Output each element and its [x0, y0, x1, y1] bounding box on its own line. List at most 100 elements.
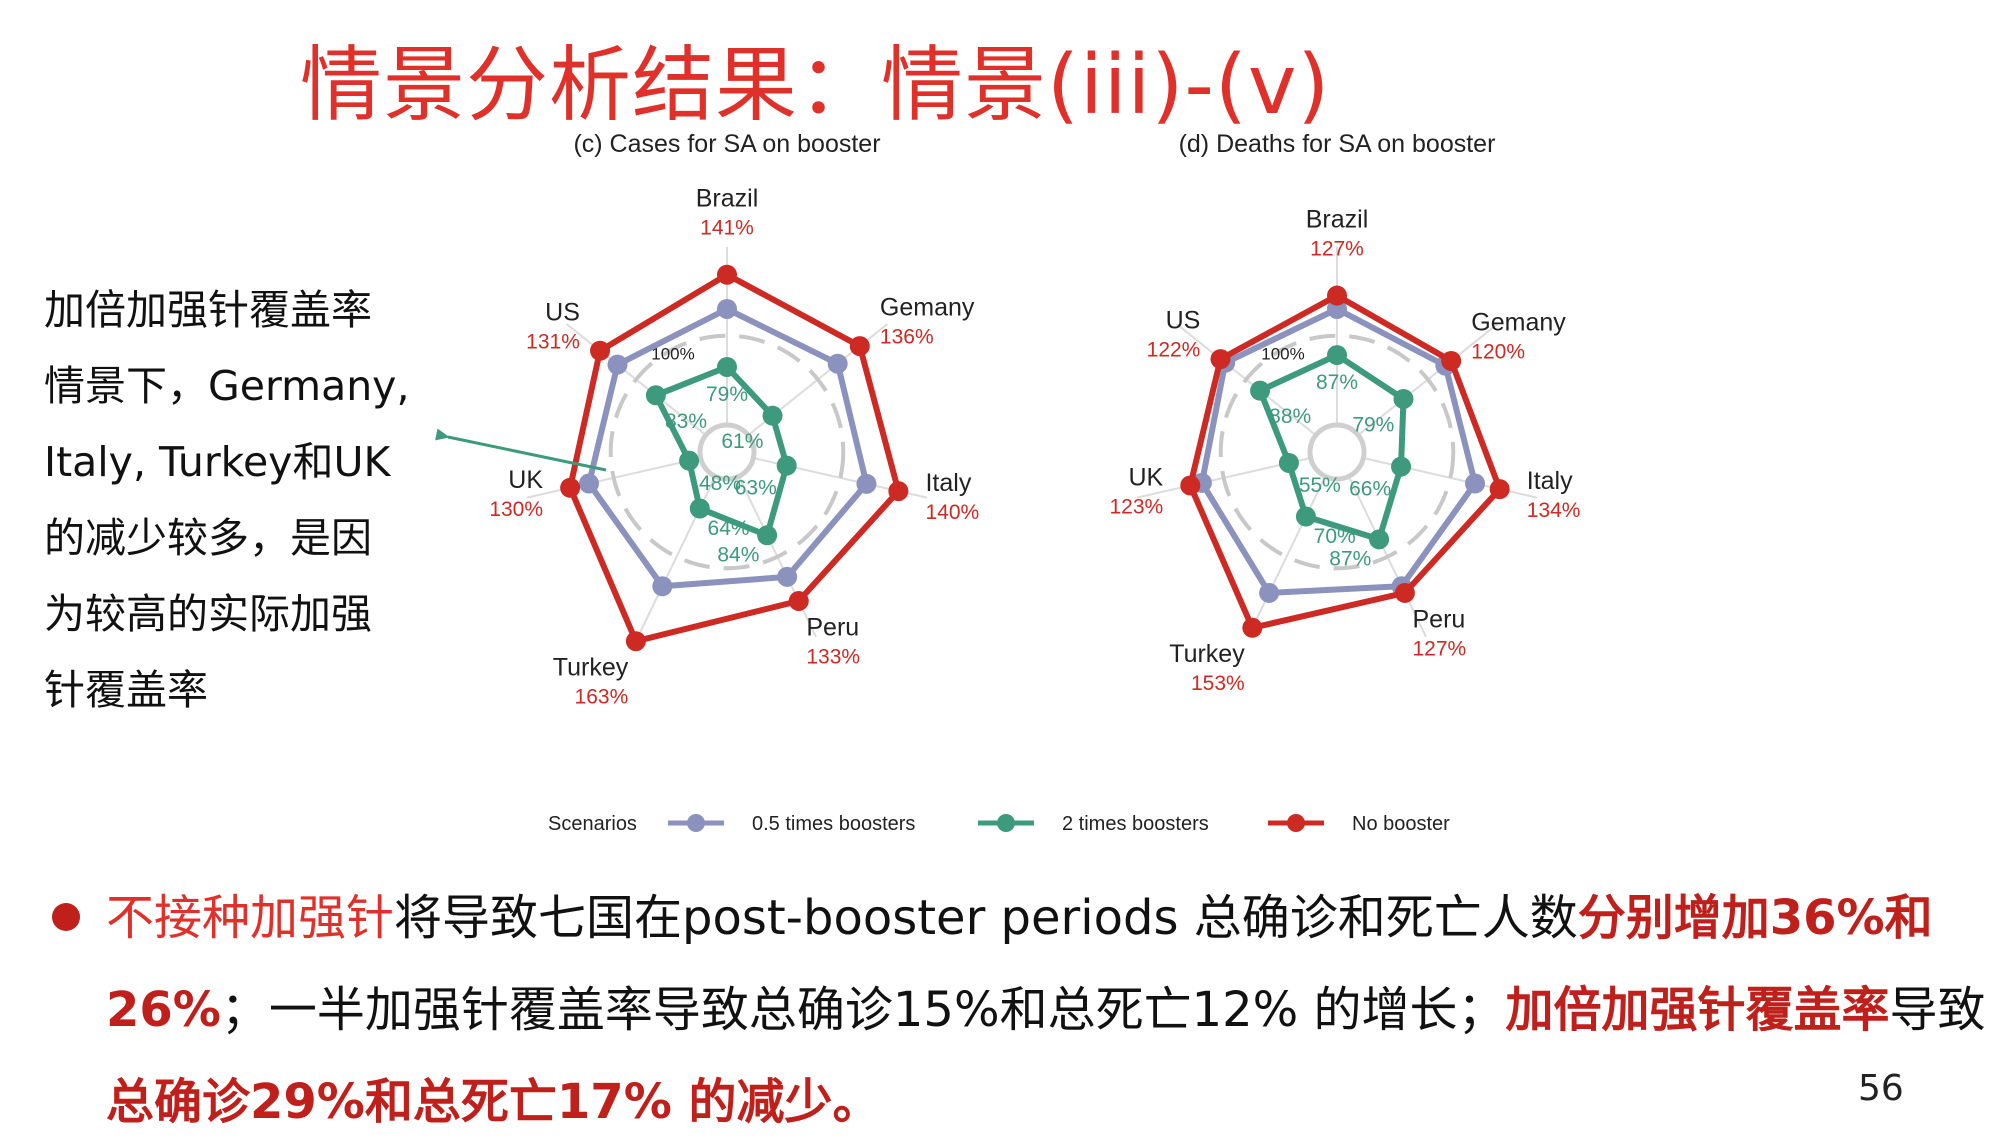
value-label-2-times-boosters: 48%	[699, 472, 741, 495]
data-point-no-booster	[1180, 475, 1201, 496]
value-label-2-times-boosters: 61%	[721, 430, 763, 453]
bullet-emphasis-bold: 总确诊29%和总死亡17% 的减少。	[106, 1074, 881, 1130]
radar-chart-cases: (c) Cases for SA on booster100%79%61%63%…	[489, 130, 979, 709]
value-label-2-times-boosters: 64%	[708, 517, 750, 540]
side-note-line: 为较高的实际加强	[44, 590, 372, 638]
value-label-2-times-boosters: 63%	[735, 477, 777, 500]
data-point-0-5-times-boosters	[827, 353, 848, 374]
reference-ring	[1218, 333, 1456, 571]
value-label-2-times-boosters: 79%	[706, 383, 748, 406]
series-line-no-booster	[567, 271, 902, 645]
data-point-0-5-times-boosters	[578, 473, 599, 494]
axis-label-gemany: Gemany	[880, 294, 975, 322]
data-point-0-5-times-boosters	[717, 298, 737, 319]
legend-swatch-dot	[997, 814, 1015, 832]
value-label-no-booster: 133%	[806, 645, 860, 668]
axis-label-uk: UK	[1128, 463, 1163, 491]
bullet-emphasis-bold: 分别增加36%和26%	[106, 890, 1933, 1038]
data-point-2-times-boosters	[1295, 506, 1316, 527]
data-point-2-times-boosters	[762, 405, 783, 426]
data-point-2-times-boosters	[1369, 529, 1390, 550]
axis-label-brazil: Brazil	[1306, 206, 1369, 234]
axis-label-us: US	[545, 298, 580, 326]
value-label-no-booster: 122%	[1147, 339, 1201, 362]
value-label-no-booster: 153%	[1191, 672, 1245, 695]
radar-chart-deaths: (d) Deaths for SA on booster100%87%79%66…	[1109, 130, 1580, 695]
inner-ring	[697, 422, 757, 482]
data-point-no-booster	[717, 264, 737, 285]
side-note-line: Italy, Turkey和UK	[44, 438, 391, 486]
value-label-2-times-boosters: 55%	[1299, 474, 1341, 497]
side-note-line: 针覆盖率	[44, 666, 208, 714]
legend-item-no-booster: No booster	[1352, 813, 1450, 835]
value-label-no-booster: 120%	[1471, 341, 1525, 364]
series-line-0-5-times-boosters	[586, 306, 870, 590]
data-point-0-5-times-boosters	[856, 473, 877, 494]
bullet-plain: 将导致七国在post-booster periods 总确诊和死亡人数	[394, 890, 1578, 946]
data-point-0-5-times-boosters	[1259, 582, 1280, 603]
side-note-line: 的减少较多，是因	[44, 514, 372, 562]
data-point-2-times-boosters	[1250, 380, 1271, 401]
value-label-no-booster: 130%	[489, 498, 543, 521]
side-note: 加倍加强针覆盖率 情景下，Germany, Italy, Turkey和UK 的…	[44, 272, 434, 728]
bullet-emphasis: 不接种加强针	[106, 890, 395, 946]
value-label-no-booster: 134%	[1527, 499, 1581, 522]
data-point-2-times-boosters	[776, 455, 797, 476]
axis-label-peru: Peru	[1412, 605, 1465, 633]
data-point-no-booster	[1489, 479, 1510, 500]
axis-label-uk: UK	[508, 466, 543, 494]
data-point-no-booster	[1394, 582, 1415, 603]
data-point-2-times-boosters	[1391, 456, 1412, 477]
bullet-emphasis-bold: 加倍加强针覆盖率	[1505, 982, 1890, 1038]
value-label-no-booster: 141%	[700, 217, 754, 240]
series-line-0-5-times-boosters	[1198, 306, 1478, 596]
axis-label-italy: Italy	[1527, 467, 1573, 495]
data-point-0-5-times-boosters	[607, 354, 628, 375]
bullet-icon	[52, 903, 80, 931]
reference-label: 100%	[651, 345, 694, 364]
bullet-plain: 导致	[1889, 982, 1986, 1038]
axis-label-gemany: Gemany	[1471, 309, 1566, 337]
legend-swatch-dot	[687, 814, 705, 832]
charts-canvas: (c) Cases for SA on booster100%79%61%63%…	[435, 130, 1580, 835]
bullet-plain: ；一半加强针覆盖率导致总确诊15%和总死亡12% 的增长；	[220, 982, 1506, 1038]
data-point-no-booster	[849, 336, 870, 357]
data-point-no-booster	[1210, 349, 1231, 370]
data-point-no-booster	[888, 481, 909, 502]
data-point-2-times-boosters	[757, 525, 778, 546]
data-point-no-booster	[1441, 350, 1462, 371]
grid-spoke	[1247, 475, 1327, 638]
data-point-2-times-boosters	[1327, 345, 1347, 366]
value-label-2-times-boosters: 84%	[717, 544, 759, 567]
side-note-line: 加倍加强针覆盖率	[44, 286, 372, 334]
legend-swatch-dot	[1287, 814, 1305, 832]
value-label-2-times-boosters: 87%	[1316, 371, 1358, 394]
chart-title: (d) Deaths for SA on booster	[1179, 130, 1496, 158]
axis-label-us: US	[1166, 307, 1201, 335]
data-point-2-times-boosters	[1278, 452, 1299, 473]
axis-label-turkey: Turkey	[553, 654, 629, 682]
data-point-no-booster	[1327, 285, 1347, 306]
data-point-0-5-times-boosters	[652, 576, 673, 597]
value-label-no-booster: 123%	[1109, 495, 1163, 518]
series-line-2-times-boosters	[1257, 352, 1407, 543]
data-point-2-times-boosters	[689, 498, 710, 519]
value-label-2-times-boosters: 70%	[1314, 525, 1356, 548]
legend-title: Scenarios	[548, 813, 637, 835]
data-point-2-times-boosters	[679, 450, 700, 471]
bullet-text: 不接种加强针将导致七国在post-booster periods 总确诊和死亡人…	[106, 872, 1986, 1148]
value-label-2-times-boosters: 79%	[1352, 413, 1394, 436]
value-label-2-times-boosters: 87%	[1329, 548, 1371, 571]
value-label-no-booster: 140%	[925, 501, 979, 524]
series-line-no-booster	[1187, 292, 1503, 631]
data-point-0-5-times-boosters	[777, 566, 798, 587]
side-note-line: 情景下，Germany,	[44, 362, 410, 410]
inner-ring	[1307, 422, 1367, 482]
data-point-no-booster	[560, 477, 581, 498]
reference-ring	[608, 333, 846, 571]
value-label-no-booster: 127%	[1412, 637, 1466, 660]
axis-label-italy: Italy	[925, 469, 971, 497]
data-point-no-booster	[625, 631, 646, 652]
data-point-no-booster	[590, 340, 611, 361]
